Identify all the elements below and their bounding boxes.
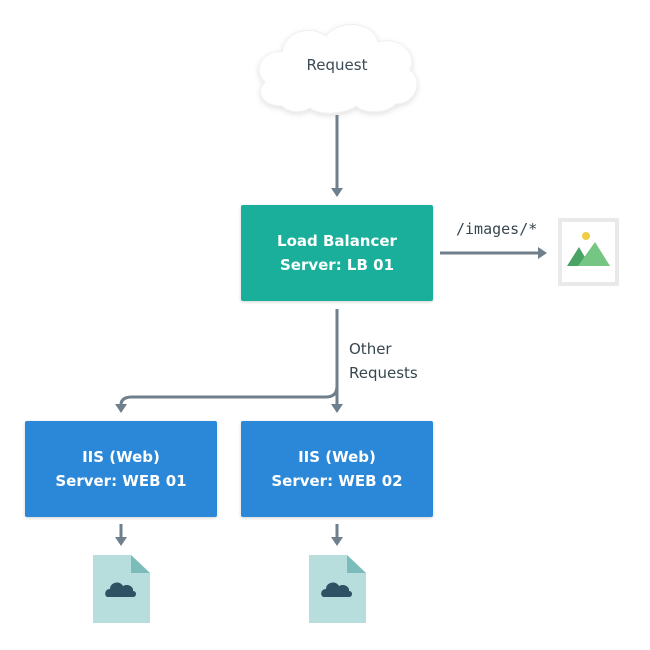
load-balancer-node: Load Balancer Server: LB 01 bbox=[241, 205, 433, 301]
request-cloud-icon bbox=[258, 24, 418, 114]
web02-title: IIS (Web) bbox=[298, 448, 376, 466]
other-requests-label: Other Requests bbox=[349, 337, 418, 385]
load-balancer-title: Load Balancer bbox=[277, 232, 397, 250]
web02-to-document-arrow bbox=[331, 524, 343, 546]
other-requests-line1: Other bbox=[349, 340, 392, 358]
request-to-lb-arrow bbox=[331, 115, 343, 197]
web01-to-document-arrow bbox=[115, 524, 127, 546]
web-server-01-node: IIS (Web) Server: WEB 01 bbox=[25, 421, 217, 517]
web-server-02-node: IIS (Web) Server: WEB 02 bbox=[241, 421, 433, 517]
web01-cloud-document-icon bbox=[93, 555, 150, 623]
web02-cloud-document-icon bbox=[309, 555, 366, 623]
lb-to-images-arrow bbox=[440, 247, 547, 259]
image-icon bbox=[558, 218, 619, 286]
web01-server: Server: WEB 01 bbox=[55, 472, 187, 490]
lb-to-web02-arrow bbox=[331, 309, 343, 413]
request-label: Request bbox=[306, 56, 368, 74]
web01-title: IIS (Web) bbox=[82, 448, 160, 466]
images-route-label: /images/* bbox=[456, 220, 538, 238]
other-requests-line2: Requests bbox=[349, 364, 418, 382]
lb-to-web01-arrow bbox=[115, 372, 339, 413]
load-balancer-server: Server: LB 01 bbox=[279, 256, 395, 274]
web02-server: Server: WEB 02 bbox=[271, 472, 403, 490]
